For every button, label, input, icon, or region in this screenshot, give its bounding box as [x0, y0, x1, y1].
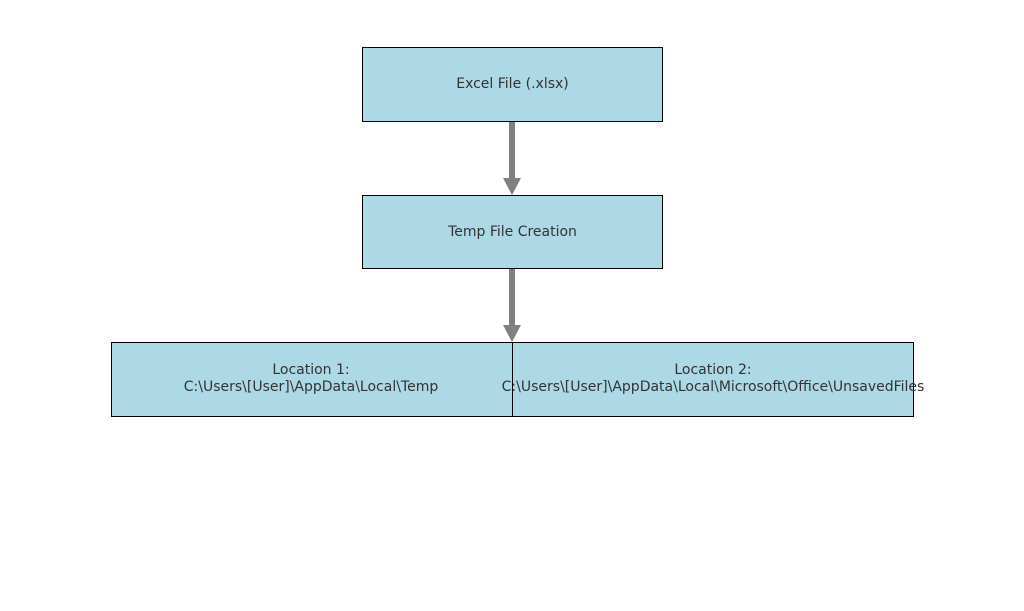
arrow-excel-to-temp — [503, 122, 521, 195]
location-1-path: C:\Users\[User]\AppData\Local\Temp — [183, 379, 439, 395]
location-2-path: C:\Users\[User]\AppData\Local\Microsoft\… — [501, 379, 925, 395]
location-2-title: Location 2: — [674, 362, 752, 378]
location-2-node — [512, 342, 914, 417]
location-1-text: Location 1: C:\Users\[User]\AppData\Loca… — [184, 362, 439, 396]
temp-file-creation-node: Temp File Creation — [362, 195, 663, 269]
location-1-title: Location 1: — [272, 362, 350, 378]
excel-file-label: Excel File (.xlsx) — [456, 76, 569, 92]
location-2-text: Location 2: C:\Users\[User]\AppData\Loca… — [502, 362, 925, 396]
excel-file-node: Excel File (.xlsx) — [362, 47, 663, 122]
temp-file-creation-label: Temp File Creation — [448, 223, 577, 240]
location-1-node — [111, 342, 514, 417]
arrow-temp-to-locations — [503, 269, 521, 342]
